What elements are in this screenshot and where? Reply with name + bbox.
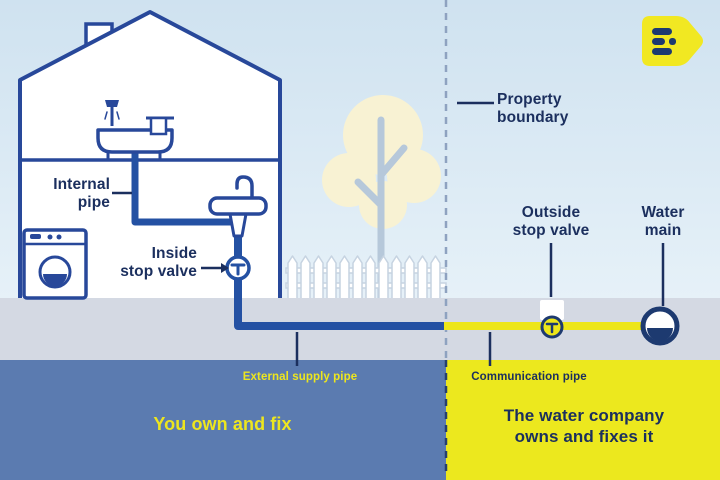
label-inside-stop-valve: Inside stop valve xyxy=(120,245,197,280)
company-section-caption: The water company owns and fixes it xyxy=(503,406,665,447)
water-company-logo xyxy=(642,16,703,66)
label-water-main: Water main xyxy=(641,204,685,239)
label-property-boundary: Property boundary xyxy=(497,91,569,126)
owner-section-caption: You own and fix xyxy=(153,414,292,434)
water-main-icon xyxy=(640,306,680,346)
bathtub-shower-icon xyxy=(96,100,174,159)
tree-icon xyxy=(322,95,441,302)
owner-section xyxy=(0,360,446,480)
washing-machine-icon xyxy=(22,228,88,300)
label-internal-pipe: Internal pipe xyxy=(53,176,110,211)
company-section xyxy=(446,360,720,480)
outside-stop-valve-icon xyxy=(540,300,564,339)
house-icon xyxy=(18,10,282,298)
label-outside-stop-valve: Outside stop valve xyxy=(512,204,590,239)
inside-stop-valve-icon xyxy=(225,255,251,281)
label-external-supply-pipe: External supply pipe xyxy=(242,371,358,383)
sink-icon xyxy=(208,175,268,238)
label-communication-pipe: Communication pipe xyxy=(471,371,587,383)
picket-fence xyxy=(285,255,447,298)
external-supply-pipe xyxy=(234,210,446,330)
internal-pipe xyxy=(131,150,238,226)
callout-lines xyxy=(112,101,665,366)
